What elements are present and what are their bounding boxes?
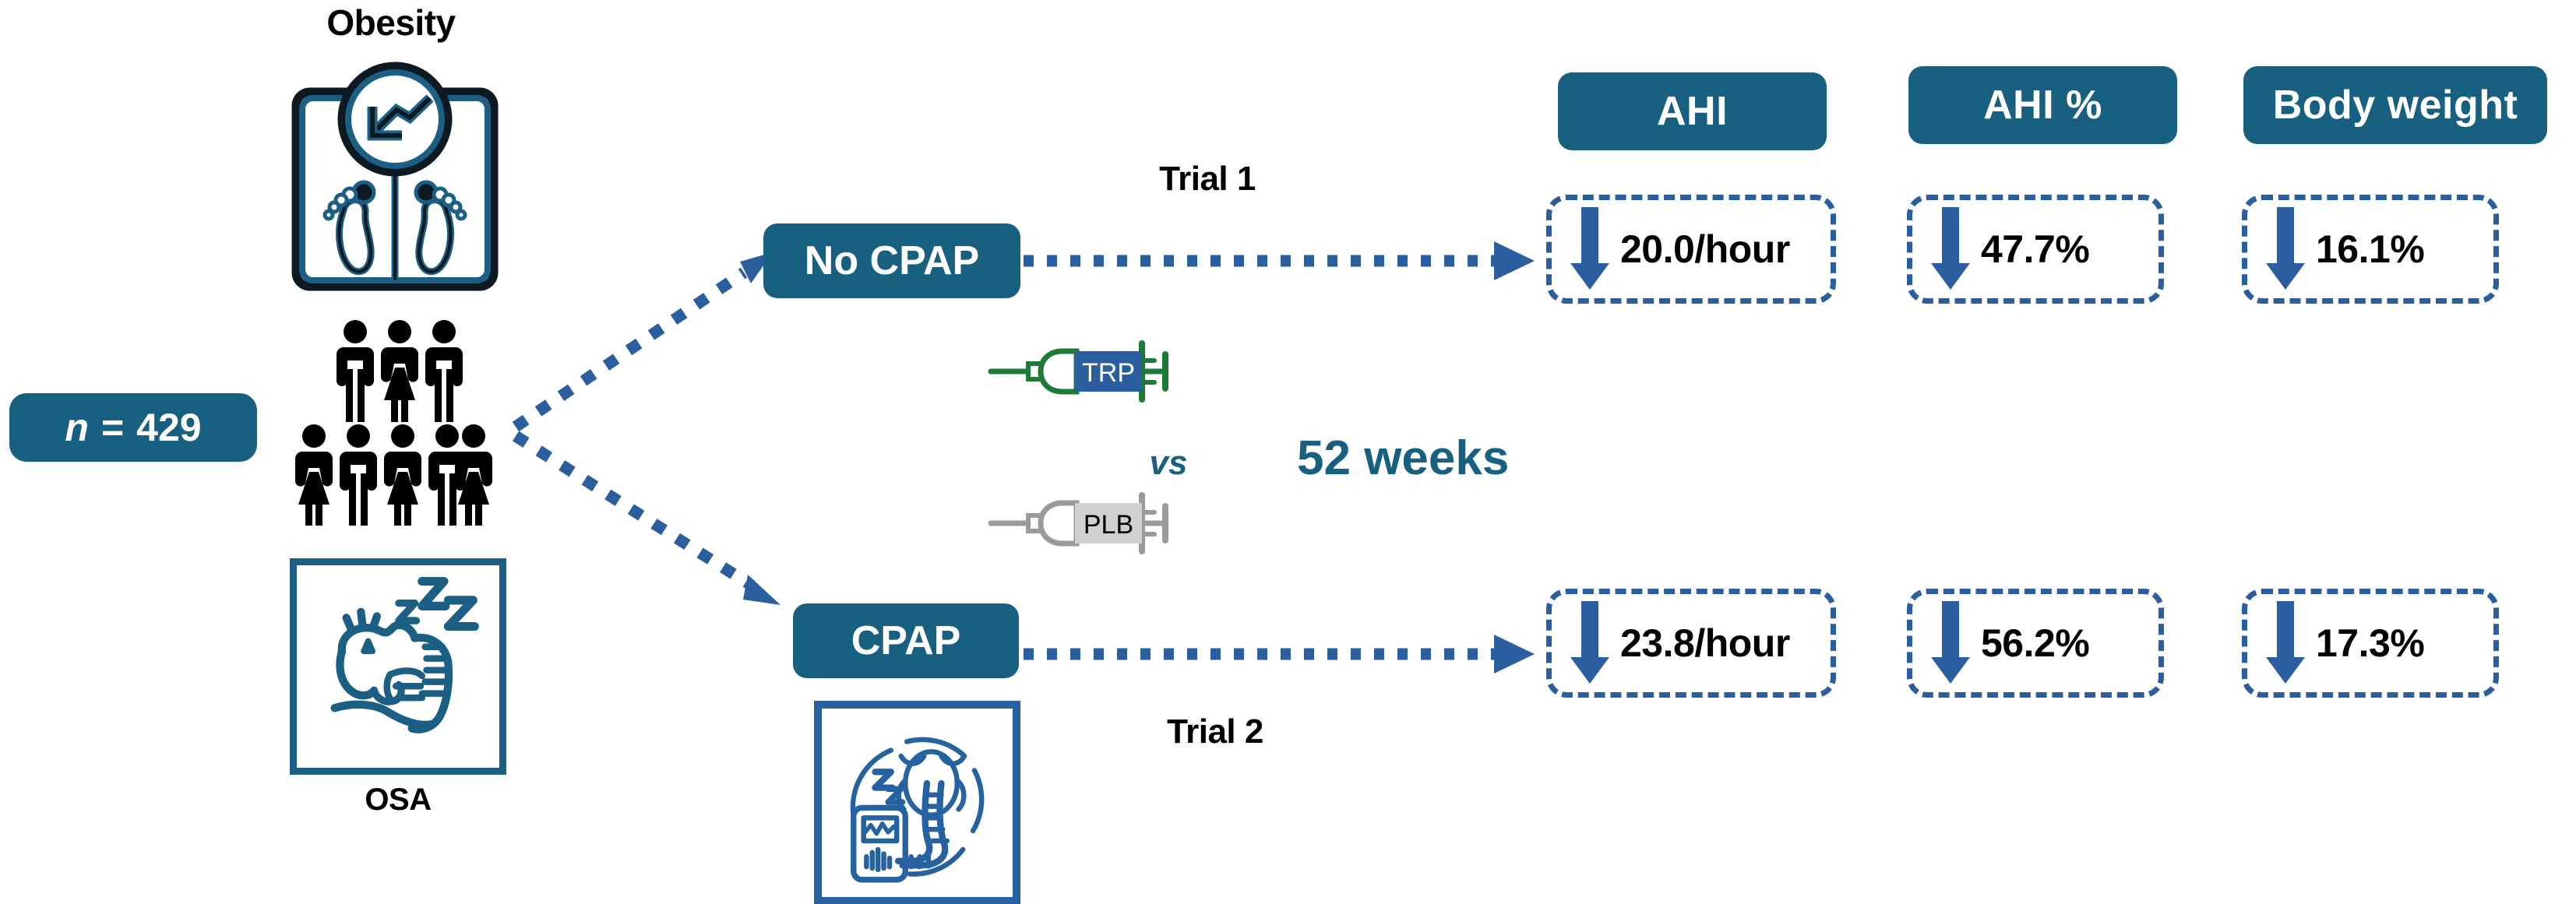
osa-label: OSA [365, 783, 432, 817]
outcome-cell-trial2-body-weight: 17.3% [2242, 589, 2499, 698]
outcome-header-ahi-pct: AHI % [1908, 66, 2177, 144]
branch-arrows [512, 252, 781, 605]
outcome-cell-trial1-body-weight: 16.1% [2242, 195, 2499, 304]
outcome-cell-trial1-ahi-pct: 47.7% [1907, 195, 2164, 304]
cpap-machine-icon [822, 709, 1013, 897]
sleeping-person-snoring-icon [297, 565, 499, 768]
outcome-header-ahi: AHI [1558, 72, 1827, 150]
arrow-down-icon [1931, 207, 1970, 290]
trial-2-label: Trial 2 [1167, 712, 1263, 751]
outcome-header-body-weight: Body weight [2243, 66, 2547, 144]
osa-icon-frame [290, 558, 506, 775]
obesity-label: Obesity [326, 2, 456, 43]
drug-syringe-icon: TRP [988, 340, 1182, 403]
sample-size-symbol: n [65, 406, 89, 449]
arm-1-outcome-arrow [1024, 241, 1535, 280]
arrow-down-icon [2266, 601, 2305, 684]
outcome-value: 17.3% [2316, 621, 2425, 665]
arm-cpap-box[interactable]: CPAP [793, 603, 1019, 678]
weight-scale-down-arrow-icon [285, 45, 505, 294]
arm-no-cpap-box[interactable]: No CPAP [763, 223, 1020, 298]
outcome-cell-trial1-ahi: 20.0/hour [1546, 195, 1836, 304]
outcome-value: 47.7% [1981, 227, 2090, 271]
arm-2-outcome-arrow [1024, 635, 1535, 674]
outcome-value: 56.2% [1981, 621, 2090, 665]
trial-1-label: Trial 1 [1159, 160, 1256, 198]
outcome-cell-trial2-ahi: 23.8/hour [1546, 589, 1836, 698]
sample-size-equals: = [100, 406, 125, 449]
arrow-down-icon [1931, 601, 1970, 684]
people-group-icon [295, 319, 492, 526]
arrow-down-icon [1570, 207, 1609, 290]
arrow-down-icon [1570, 601, 1609, 684]
placebo-label-text: PLB [1084, 510, 1133, 540]
cpap-device-icon-frame [814, 701, 1020, 904]
outcome-value: 23.8/hour [1620, 621, 1790, 665]
drug-label-text: TRP [1082, 358, 1135, 388]
sample-size-badge: n = 429 [9, 393, 257, 462]
outcome-value: 16.1% [2316, 227, 2425, 271]
placebo-syringe-icon: PLB [988, 492, 1182, 554]
duration-label: 52 weeks [1297, 431, 1510, 485]
sample-size-value: 429 [136, 406, 202, 449]
outcome-cell-trial2-ahi-pct: 56.2% [1907, 589, 2164, 698]
arrow-down-icon [2266, 207, 2305, 290]
outcome-value: 20.0/hour [1620, 227, 1790, 271]
vs-label: vs [1149, 444, 1188, 482]
